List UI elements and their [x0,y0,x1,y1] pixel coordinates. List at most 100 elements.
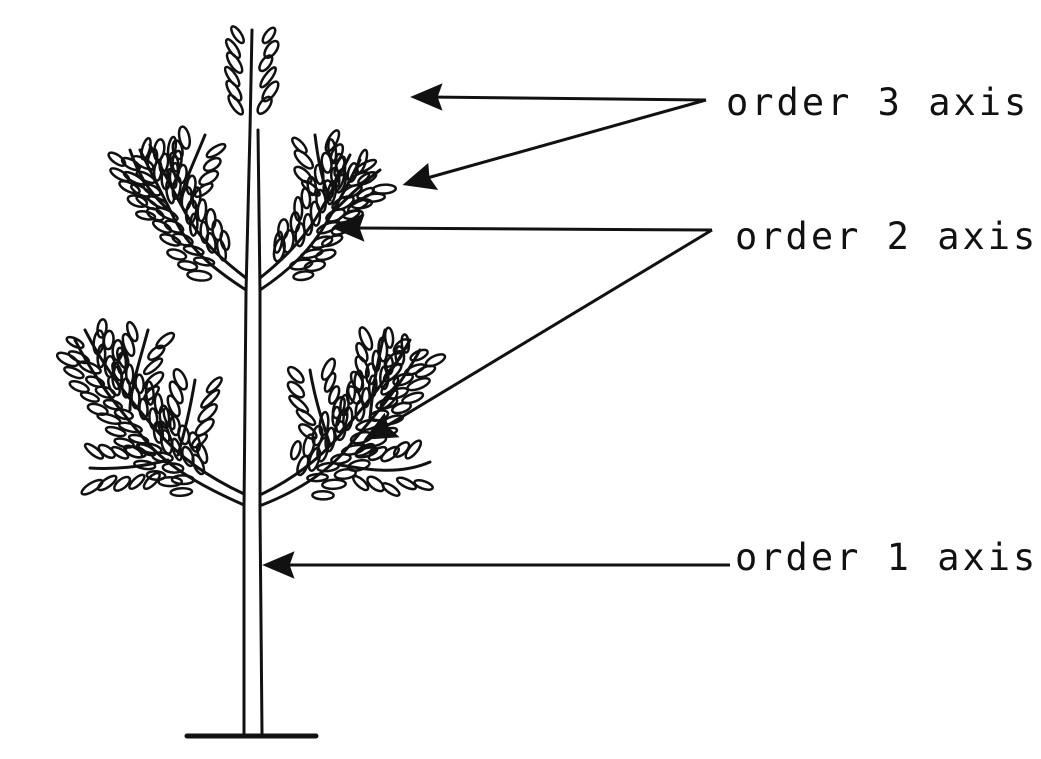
leaflet [380,445,400,463]
leaflet [355,341,369,363]
arrow-order2-b-head [363,412,400,440]
leaflet [83,442,105,460]
leaflet [107,375,121,397]
leaflet [113,408,134,421]
leaflet [292,270,315,282]
leaflet [409,348,429,362]
leaflet [193,182,214,199]
leaflet [113,475,132,492]
leaflet [333,467,357,481]
leaflet [205,376,223,394]
leaflet [230,25,245,45]
leaflet [171,139,184,161]
leaflet [306,472,329,483]
leaflet [121,332,136,358]
leaflet [367,445,388,462]
leaflet [227,93,245,116]
leaflet [322,179,335,200]
leaflet [161,462,185,474]
leaflet [259,66,277,89]
leaflet [191,186,202,210]
leaflet [346,161,359,183]
leaflet [313,163,325,186]
leaflet [170,437,183,462]
leaflet [177,125,192,150]
leaflet [395,476,418,491]
leaflet [315,188,327,214]
leaflet [263,39,280,60]
leaflet [122,444,144,459]
leaflet [125,320,139,343]
arrow-order1-head [262,551,295,579]
leaflet [346,385,362,405]
leaflet [321,478,347,491]
leaflet [117,421,143,434]
leaflet [186,269,213,282]
leaflet [377,336,389,363]
leaflet [273,230,284,254]
leaflet [172,367,189,391]
leaflet [293,195,304,222]
leaflet [330,452,352,465]
leaflet [147,195,170,210]
leaflet [65,335,85,350]
leaflet [182,244,205,257]
leaflet [135,442,157,457]
label-order-1-axis: order 1 axis [735,536,1039,579]
leaflet [138,397,149,421]
leaflet [79,391,100,403]
leaflet [128,473,146,490]
leaflet [358,326,374,351]
leaflet [335,408,349,434]
leaflet [224,38,242,60]
leaflet [392,441,411,458]
leaflet [169,487,194,497]
leaflet [311,489,335,501]
leaflet [143,385,160,402]
leaflet [381,482,401,497]
leaflet [168,380,184,405]
leaflet [293,165,313,184]
leaflet [97,443,117,459]
leaflet [96,318,108,339]
leaflet [157,476,184,488]
leaflet [194,417,215,437]
leaflet [109,167,131,183]
arrow-order3-b-line [419,98,707,182]
leaflet [199,220,210,245]
leaflet [104,425,127,438]
leaflet [320,357,337,381]
leaflet [162,407,176,431]
leaflet [102,329,115,351]
leaflet [364,362,377,386]
leaflet [413,479,434,491]
leaflet [328,385,341,405]
leaflet [288,394,310,414]
leaflet [383,326,395,349]
leaflet [126,194,149,208]
leaflet [111,361,124,382]
leaflet [135,210,157,221]
leaflet [356,148,369,174]
leaflet [286,365,305,384]
leaflet [295,408,317,427]
leaflet [163,219,185,234]
leaflet [391,401,412,415]
leaflet [80,478,104,496]
label-order-3-axis: order 3 axis [726,81,1030,124]
leaflet [289,440,302,461]
leaflet [133,459,157,471]
leaflet [318,410,330,437]
leaflet [145,470,167,481]
arrow-order3-b-head [402,162,439,190]
leaflet [166,394,181,418]
leaflet [142,471,161,491]
leaflet [360,386,371,409]
leaflet [102,398,124,411]
leaflet [155,331,176,350]
leaflet [302,433,316,458]
leaflet [190,432,209,449]
leaflet [331,395,346,420]
leaflet [261,26,277,45]
leaflet [404,439,423,460]
